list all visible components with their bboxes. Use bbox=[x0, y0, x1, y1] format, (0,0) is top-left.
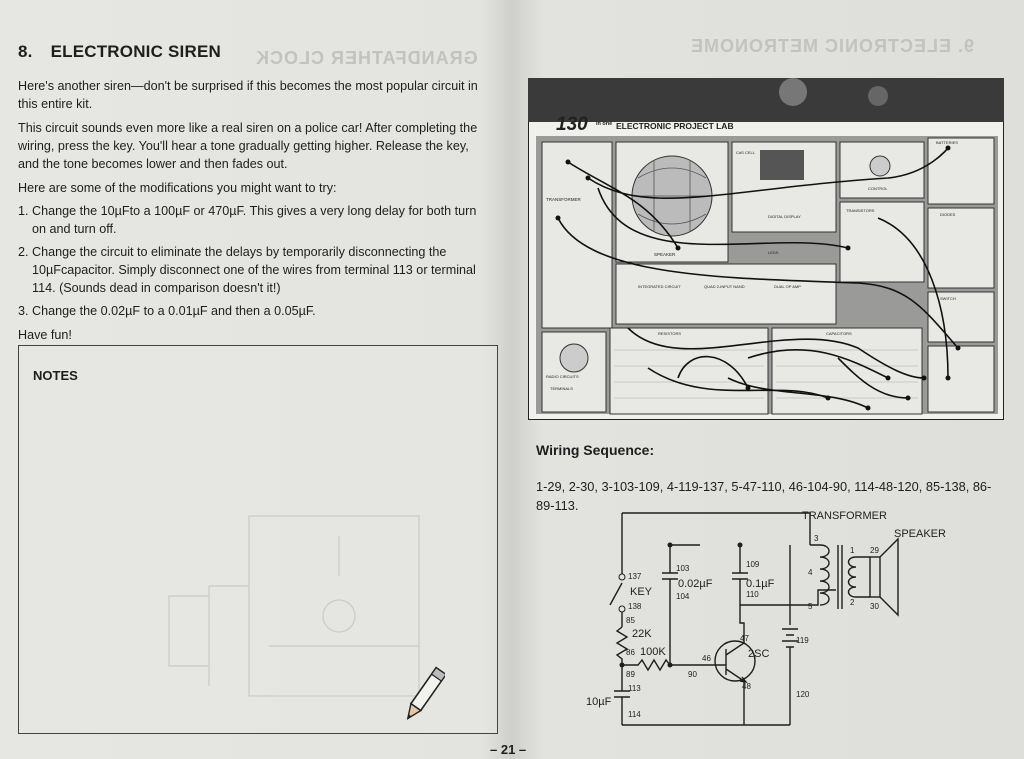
kit-label-transistors: TRANSISTORS bbox=[846, 208, 875, 213]
kit-label-nand: QUAD 2-INPUT NAND bbox=[704, 284, 745, 289]
wiring-sequence: 1-29, 2-30, 3-103-109, 4-119-137, 5-47-1… bbox=[536, 479, 992, 513]
terminal-label: 3 bbox=[814, 534, 819, 543]
kit-label-diodes: DIODES bbox=[940, 212, 956, 217]
terminal-label: 138 bbox=[628, 602, 642, 611]
terminal-label: 46 bbox=[702, 654, 711, 663]
left-page-text: 8. ELECTRONIC SIREN Here's another siren—… bbox=[18, 40, 488, 351]
description-paragraph: This circuit sounds even more like a rea… bbox=[18, 120, 478, 171]
kit-label-transformer: TRANSFORMER bbox=[546, 197, 582, 202]
schematic-cap3-label: 10µF bbox=[586, 696, 612, 708]
kit-label-leds: LEDS bbox=[768, 250, 779, 255]
kit-title: ELECTRONIC PROJECT LAB bbox=[616, 121, 734, 131]
terminal-label: 5 bbox=[808, 602, 813, 611]
section-title: 8. ELECTRONIC SIREN bbox=[18, 40, 488, 64]
ghost-schematic bbox=[168, 515, 420, 697]
ghost-title-right: 9. ELECTRONIC METRONOME bbox=[690, 36, 975, 56]
wiring-section: Wiring Sequence: 1-29, 2-30, 3-103-109, … bbox=[536, 440, 1006, 515]
kit-label-capacitors: CAPACITORS bbox=[826, 331, 852, 336]
schematic-transformer-label: TRANSFORMER bbox=[802, 510, 887, 522]
terminal-label: 114 bbox=[628, 710, 641, 719]
kit-label-terminals: TERMINALS bbox=[550, 386, 573, 391]
modification-item: Change the 0.02µF to a 0.01µF and then a… bbox=[32, 303, 488, 321]
terminal-label: 104 bbox=[676, 592, 690, 601]
pencil-icon bbox=[406, 666, 445, 721]
notes-box: NOTES bbox=[18, 345, 498, 734]
modifications-list: Change the 10µFto a 100µF or 470µF. This… bbox=[18, 203, 488, 320]
schematic-cap2-label: 0.1µF bbox=[746, 578, 775, 590]
terminal-label: 48 bbox=[742, 682, 751, 691]
closing-line: Have fun! bbox=[18, 327, 72, 342]
wiring-heading: Wiring Sequence: bbox=[536, 442, 655, 458]
kit-label-resistors: RESISTORS bbox=[658, 331, 681, 336]
terminal-label: 137 bbox=[628, 572, 642, 581]
schematic-labels: TRANSFORMER SPEAKER KEY 0.02µF 0.1µF 22K… bbox=[586, 510, 946, 719]
terminal-label: 86 bbox=[626, 648, 635, 657]
schematic-r2-label: 100K bbox=[640, 646, 666, 658]
notes-label: NOTES bbox=[33, 368, 78, 383]
kit-label-ic: INTEGRATED CIRCUIT bbox=[638, 284, 681, 289]
terminal-label: 90 bbox=[688, 670, 697, 679]
kit-label-speaker: SPEAKER bbox=[654, 252, 676, 257]
terminal-label: 29 bbox=[870, 546, 879, 555]
terminal-label: 4 bbox=[808, 568, 813, 577]
kit-label-opamp: DUAL OP AMP bbox=[774, 284, 801, 289]
terminal-label: 103 bbox=[676, 564, 690, 573]
schematic-key-label: KEY bbox=[630, 586, 653, 598]
kit-brand-suffix: in one bbox=[596, 121, 612, 127]
terminal-label: 1 bbox=[850, 546, 855, 555]
kit-label-control: CONTROL bbox=[868, 186, 888, 191]
kit-label-display: DIGITAL DISPLAY bbox=[768, 214, 801, 219]
title-text: ELECTRONIC SIREN bbox=[50, 42, 221, 61]
intro-paragraph: Here's another siren—don't be surprised … bbox=[18, 79, 478, 111]
terminal-label: 120 bbox=[796, 690, 810, 699]
kit-label-radio: RADIO CIRCUITS bbox=[546, 374, 579, 379]
modification-item: Change the 10µFto a 100µF or 470µF. This… bbox=[32, 203, 488, 239]
terminal-label: 89 bbox=[626, 670, 635, 679]
terminal-label: 109 bbox=[746, 560, 760, 569]
terminal-label: 113 bbox=[628, 684, 641, 693]
page-number: – 21 – bbox=[490, 742, 527, 757]
kit-label-cds: CdS CELL bbox=[736, 150, 756, 155]
kit-label-switch: SWITCH bbox=[940, 296, 956, 301]
schematic-transistor-label: 2SC bbox=[748, 648, 769, 660]
schematic-r1-label: 22K bbox=[632, 628, 652, 640]
kit-label-batteries: BATTERIES bbox=[936, 140, 958, 145]
mods-intro: Here are some of the modifications you m… bbox=[18, 180, 337, 195]
schematic-speaker-label: SPEAKER bbox=[894, 528, 946, 540]
terminal-label: 110 bbox=[746, 590, 759, 599]
terminal-label: 47 bbox=[740, 634, 749, 643]
schematic-cap1-label: 0.02µF bbox=[678, 578, 713, 590]
terminal-label: 2 bbox=[850, 598, 855, 607]
terminal-label: 85 bbox=[626, 616, 635, 625]
terminal-label: 30 bbox=[870, 602, 879, 611]
kit-brand: 130 bbox=[556, 114, 588, 135]
circuit-schematic: TRANSFORMER SPEAKER KEY 0.02µF 0.1µF 22K… bbox=[586, 510, 946, 726]
modification-item: Change the circuit to eliminate the dela… bbox=[32, 244, 488, 298]
section-number: 8. bbox=[18, 42, 33, 61]
kit-board-illustration: 130 in one ELECTRONIC PROJECT LAB TRANSF… bbox=[528, 78, 1004, 420]
terminal-label: 119 bbox=[796, 636, 809, 645]
